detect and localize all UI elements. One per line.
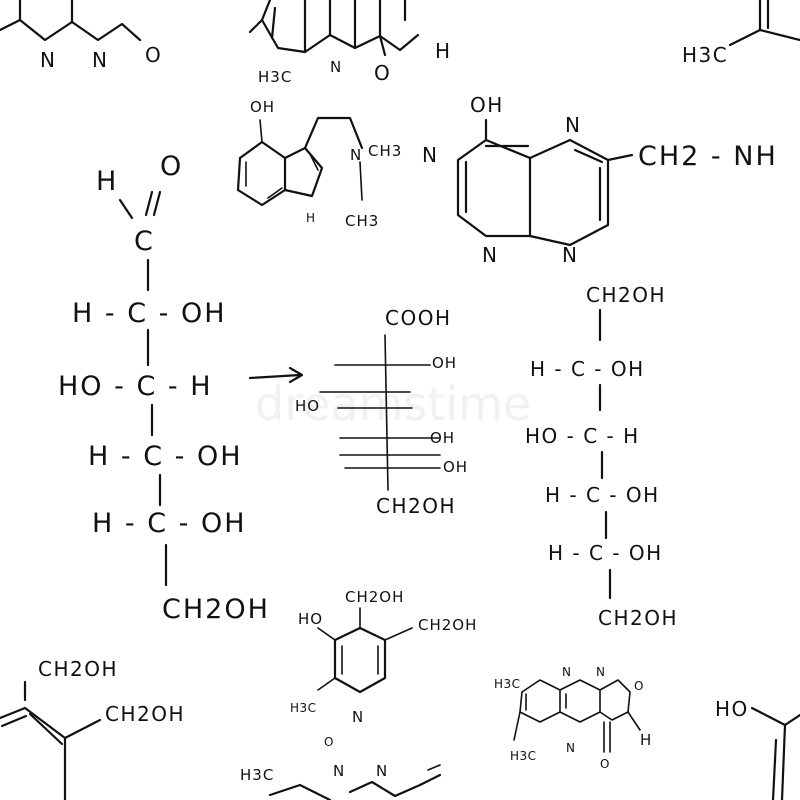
n-label: N: [482, 243, 498, 267]
o-label: O: [145, 43, 162, 67]
n-label: N: [596, 665, 605, 679]
o-label: O: [324, 735, 334, 749]
ch2oh-label: CH2OH: [345, 588, 404, 606]
oh-label: OH: [470, 93, 504, 117]
n-label: N: [40, 48, 56, 72]
watermark-text: dreamstime: [255, 377, 531, 431]
ho-label: HO: [298, 610, 323, 628]
fischer-oh: OH: [430, 429, 455, 447]
n-label: N: [330, 58, 342, 76]
o-label: O: [160, 151, 183, 182]
fischer-oh: OH: [443, 458, 468, 476]
chain-row: HO - C - H: [58, 371, 213, 402]
fischer-bottom: CH2OH: [376, 494, 456, 518]
fischer-top: COOH: [385, 306, 452, 330]
ch3-label: CH3: [368, 142, 402, 160]
chain-bottom: CH2OH: [162, 594, 270, 625]
sorbitol-chain: CH2OH H - C - OH HO - C - H H - C - OH H…: [525, 283, 678, 630]
n-label: N: [422, 143, 438, 167]
n-label: N: [566, 741, 575, 755]
top-tricyclic-molecule: H3C N O H: [248, 0, 452, 86]
ch2oh-label: CH2OH: [38, 657, 118, 681]
h3c-label: H3C: [240, 766, 274, 784]
ch3-label: CH3: [345, 212, 379, 230]
h3c-label: H3C: [494, 677, 521, 691]
top-left-molecule: N N O: [0, 0, 162, 72]
chain-bottom: CH2OH: [598, 606, 678, 630]
h3c-label: H3C: [258, 68, 292, 86]
fischer-ho: HO: [295, 397, 320, 415]
h-label: H: [96, 166, 118, 197]
chain-row: H - C - OH: [72, 298, 227, 329]
n-label: N: [92, 48, 108, 72]
ho-label: HO: [715, 697, 749, 721]
h-label: H: [640, 731, 652, 749]
glucose-chain: H O C H - C - OH HO - C - H H - C - OH H…: [58, 151, 270, 625]
chain-row: H - C - OH: [92, 508, 247, 539]
psilocin-molecule: OH N CH3 CH3 H: [236, 98, 402, 230]
reaction-arrow: [248, 366, 304, 384]
flavin-molecule: H3C H3C N N O O H N: [494, 665, 652, 771]
fischer-projection: COOH OH HO OH OH CH2OH: [295, 306, 468, 518]
ch2oh-label: CH2OH: [105, 702, 185, 726]
o-label: O: [600, 757, 610, 771]
n-label: N: [562, 665, 571, 679]
bottom-right-molecule: HO: [715, 697, 800, 800]
n-label: N: [333, 762, 345, 780]
h-label: H: [306, 211, 316, 225]
h3c-label: H3C: [510, 749, 537, 763]
chain-top: CH2OH: [586, 283, 666, 307]
chain-row: HO - C - H: [525, 424, 640, 448]
naphthyridine-molecule: OH N N CH2 - NH N N: [422, 93, 778, 267]
c-label: C: [134, 226, 155, 257]
chain-row: H - C - OH: [548, 541, 663, 565]
bottom-left-molecule: CH2OH CH2OH: [0, 657, 185, 800]
h3c-label: H3C: [290, 701, 317, 715]
fischer-oh: OH: [432, 354, 457, 372]
ch2oh-label: CH2OH: [418, 616, 477, 634]
chain-row: H - C - OH: [530, 357, 645, 381]
n-label: N: [350, 146, 362, 164]
o-label: O: [374, 61, 391, 85]
o-label: O: [634, 679, 644, 693]
h3c-label: H3C: [682, 43, 728, 67]
ch2-nh-label: CH2 - NH: [638, 141, 778, 172]
chain-row: H - C - OH: [88, 441, 243, 472]
n-label: N: [352, 708, 364, 726]
bottom-mid-molecule: O N N H3C: [240, 735, 442, 800]
chain-row: H - C - OH: [545, 483, 660, 507]
h-label: H: [435, 39, 452, 63]
oh-label: OH: [250, 98, 275, 116]
n-label: N: [376, 762, 388, 780]
pyridoxine-molecule: CH2OH HO CH2OH H3C N: [290, 588, 477, 726]
n-label: N: [562, 243, 578, 267]
n-label: N: [565, 113, 581, 137]
top-right-molecule: H3C: [682, 0, 800, 67]
